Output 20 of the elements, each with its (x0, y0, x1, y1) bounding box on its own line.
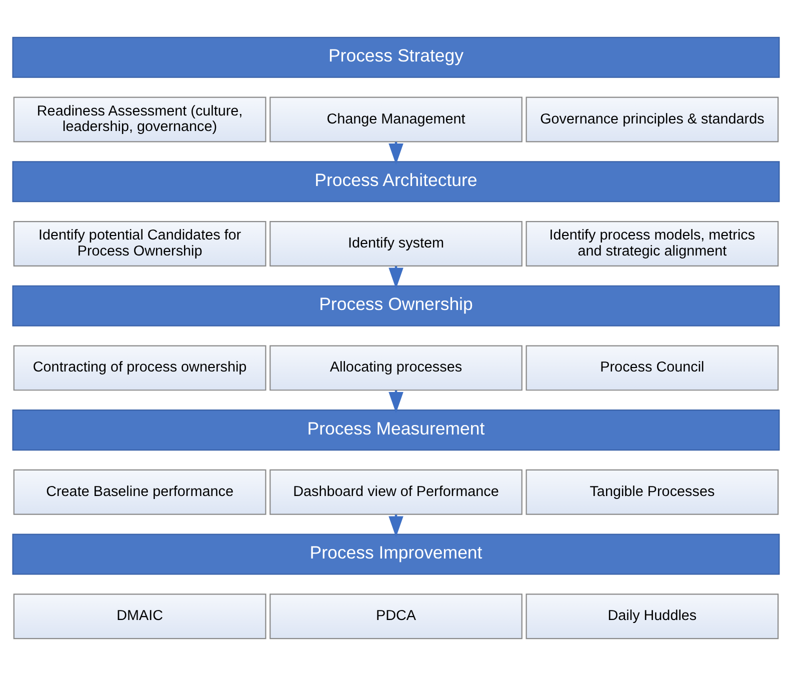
node-box: Process Architecture (12, 160, 780, 202)
node-box: Identify process models, metrics and strategic alignment (526, 220, 779, 266)
node-box: PDCA (270, 593, 522, 639)
node-box: Process Strategy (12, 36, 780, 78)
node-box: Dashboard view of Performance (270, 468, 522, 514)
node-box: Process Council (526, 344, 779, 390)
node-box: DMAIC (13, 593, 266, 639)
node-box: Identify system (270, 220, 522, 266)
node-box: Process Improvement (12, 533, 780, 574)
node-box: Tangible Processes (526, 468, 779, 514)
node-box: Daily Huddles (526, 593, 779, 639)
node-box: Process Ownership (12, 284, 780, 326)
node-box: Create Baseline performance (13, 468, 266, 514)
node-box: Governance principles & standards (526, 96, 779, 142)
node-box: Readiness Assessment (culture, leadership, governance) (13, 96, 266, 142)
node-box: Allocating processes (270, 344, 522, 390)
node-box: Change Management (270, 96, 522, 142)
node-box: Contracting of process ownership (13, 344, 266, 390)
node-box: Identify potential Candidates for Process Ownership (13, 220, 266, 266)
node-box: Process Measurement (12, 409, 780, 450)
